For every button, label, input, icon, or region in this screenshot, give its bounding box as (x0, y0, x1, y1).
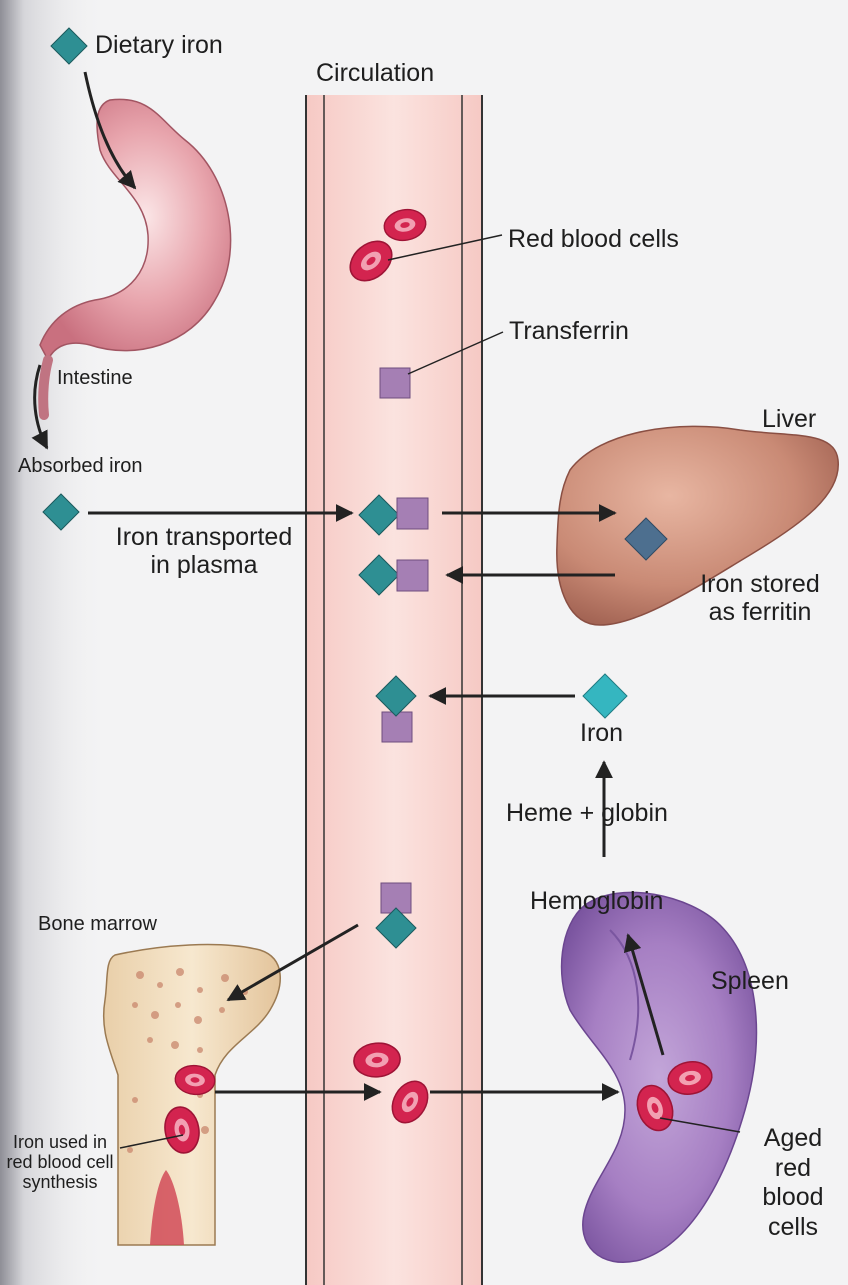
label-absorbed-iron: Absorbed iron (18, 455, 143, 477)
label-dietary-iron: Dietary iron (95, 32, 223, 60)
label-red-blood-cells: Red blood cells (508, 226, 679, 254)
label-iron-transported: Iron transported in plasma (104, 524, 304, 579)
label-heme-globin: Heme + globin (506, 800, 668, 828)
label-iron-stored: Iron stored as ferritin (690, 571, 830, 626)
label-spleen: Spleen (711, 968, 789, 996)
label-hemoglobin: Hemoglobin (530, 888, 663, 916)
label-aged-rbc: Aged red blood cells (740, 1124, 846, 1242)
label-iron-used: Iron used in red blood cell synthesis (0, 1133, 120, 1192)
label-transferrin: Transferrin (509, 318, 629, 346)
transferrin-square (380, 368, 410, 398)
label-intestine: Intestine (57, 367, 133, 389)
label-iron: Iron (580, 720, 623, 748)
label-circulation: Circulation (316, 60, 434, 88)
label-liver: Liver (762, 406, 816, 434)
label-bone-marrow: Bone marrow (38, 913, 157, 935)
intestine-illustration (43, 360, 48, 415)
